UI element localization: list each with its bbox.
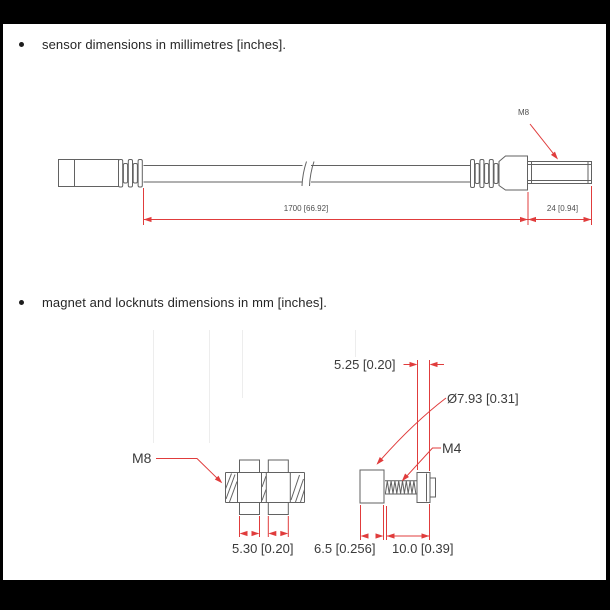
magnet-nut — [416, 472, 431, 503]
locknut-1 — [237, 459, 262, 515]
locknut-m8-thread-label: M8 — [132, 450, 152, 466]
diameter-arrowhead — [376, 457, 384, 465]
sensor-drawing — [58, 123, 592, 225]
bullet-dot — [19, 300, 24, 305]
m8-locknut-leader-line — [156, 458, 222, 483]
bullet-item: magnet and locknuts dimensions in mm [in… — [19, 295, 327, 310]
sensor-body — [498, 155, 528, 191]
frame-top-bar — [0, 0, 610, 24]
cable-break — [301, 161, 315, 187]
sensor-m8-thread-label: M8 — [518, 108, 530, 117]
frame-left-bar — [0, 0, 3, 610]
bullet-dot — [19, 42, 24, 47]
nut-width-dim-label: 5.25 [0.20] — [334, 357, 396, 372]
magnet-locknut-drawing — [156, 360, 447, 540]
strain-relief — [470, 159, 499, 188]
m8-leader-arrowhead — [550, 151, 558, 160]
sensor-dimension-lines — [143, 123, 592, 225]
sensor-outline — [58, 155, 592, 191]
cable-length-dim-label: 1700 [66.92] — [283, 204, 329, 213]
frame-right-bar — [606, 0, 610, 610]
locknut-2 — [265, 459, 291, 515]
connector-ribs — [118, 159, 143, 188]
m8-leader-line — [529, 123, 557, 158]
connector-body — [58, 159, 119, 187]
sensor-thread-tip — [527, 161, 592, 184]
bullet-item: sensor dimensions in millimetres [inches… — [19, 37, 286, 52]
locknut-width-dim-label: 5.30 [0.20] — [232, 541, 294, 556]
cable-line — [143, 165, 471, 183]
magnet-diameter-dim-label: Ø7.93 [0.31] — [447, 391, 519, 406]
frame-bottom-bar — [0, 580, 610, 610]
diameter-leader-line — [377, 397, 447, 464]
sensor-dimension-arrows — [143, 151, 592, 223]
magnet-dimension-lines — [156, 360, 447, 540]
stud-m4-thread-label: M4 — [442, 440, 462, 456]
locknut-rod — [225, 472, 305, 503]
bullet-text: sensor dimensions in millimetres [inches… — [42, 37, 287, 52]
stud-length-dim-label: 10.0 [0.39] — [392, 541, 454, 556]
magnet-dimension-arrows — [214, 361, 438, 539]
magnet-stud-threads — [384, 480, 417, 495]
faint-guide-lines — [153, 330, 356, 443]
magnet-body — [359, 469, 385, 504]
locknut-outline — [225, 459, 436, 515]
m4-leader-line — [402, 447, 441, 481]
bullet-text: magnet and locknuts dimensions in mm [in… — [42, 295, 327, 310]
m4-arrowhead — [401, 473, 410, 482]
rod-thread-hatching — [225, 473, 305, 503]
tip-length-dim-label: 24 [0.94] — [546, 204, 579, 213]
magnet-washer — [429, 477, 436, 498]
m8-locknut-arrowhead — [214, 475, 223, 484]
magnet-length-dim-label: 6.5 [0.256] — [314, 541, 376, 556]
